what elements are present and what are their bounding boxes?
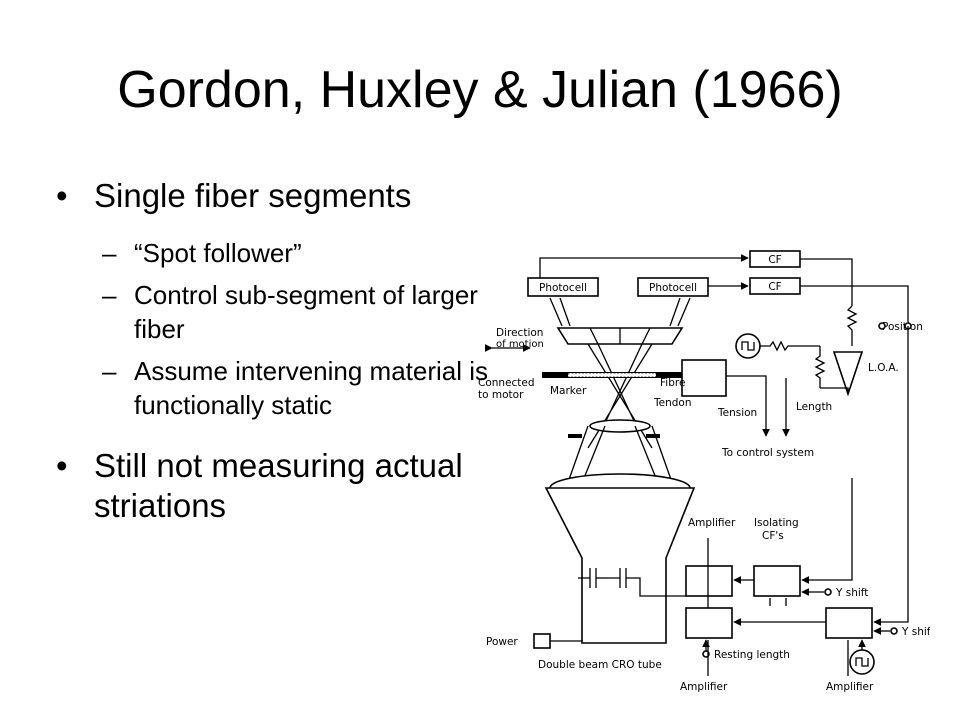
yshift-label-1: Y shift xyxy=(835,587,868,599)
length-label: Length xyxy=(796,401,832,413)
resistor xyxy=(814,346,826,388)
photocell-left-label: Photocell xyxy=(539,282,587,294)
cro-tube-label: Double beam CRO tube xyxy=(538,659,662,671)
wire xyxy=(873,326,909,626)
wire xyxy=(578,577,686,597)
loa-amplifier xyxy=(832,351,864,397)
photocell-right-label: Photocell xyxy=(649,282,697,294)
direction-label-1: Direction xyxy=(496,327,543,339)
resistor xyxy=(846,305,858,346)
wire xyxy=(707,640,849,676)
amplifier-bottom-right-label: Amplifier xyxy=(826,681,874,693)
sub-bullet-item: Assume intervening material is functiona… xyxy=(56,354,496,422)
position-label: Position xyxy=(882,321,923,333)
apparatus-diagram: CF CF Photocell Photocell Position Direc… xyxy=(478,250,930,693)
marker-label: Marker xyxy=(550,385,587,397)
fibre-label: Fibre xyxy=(660,377,685,389)
power-box xyxy=(533,633,551,649)
slide-title: Gordon, Huxley & Julian (1966) xyxy=(117,61,843,119)
wire xyxy=(800,258,853,306)
loa-label: L.O.A. xyxy=(868,362,899,374)
to-control-label: To control system xyxy=(721,447,814,459)
terminal xyxy=(878,322,886,330)
photocell-left xyxy=(527,277,599,297)
wire xyxy=(726,375,770,437)
power-label: Power xyxy=(486,636,518,648)
wire xyxy=(801,478,853,584)
cro-tube xyxy=(544,487,696,644)
isolating-label-2: CF's xyxy=(762,530,784,542)
tension-label: Tension xyxy=(717,407,757,419)
cf-label-bottom: CF xyxy=(768,281,781,293)
resting-length-label: Resting length xyxy=(714,649,790,661)
amplifier-box-bottom xyxy=(685,607,733,639)
amplifier-bottom-left-label: Amplifier xyxy=(680,681,728,693)
isolating-label-1: Isolating xyxy=(754,517,799,529)
terminal xyxy=(824,588,832,596)
yshift-label-2: Y shift xyxy=(901,626,930,638)
bullet-item: Still not measuring actual striations xyxy=(56,446,496,526)
bullet-list: Single fiber segments “Spot follower” Co… xyxy=(56,176,496,526)
isolating-cf-box-bottom xyxy=(825,607,873,639)
square-wave-icon xyxy=(855,657,869,667)
tendon-label: Tendon xyxy=(653,397,692,409)
tendon-box xyxy=(681,359,727,397)
marker-dash xyxy=(568,434,582,438)
wire xyxy=(820,387,849,394)
bullet-item: Single fiber segments xyxy=(56,176,496,216)
square-wave-icon xyxy=(741,341,755,351)
amplifier-box-top xyxy=(685,565,733,597)
resistor xyxy=(760,340,820,352)
wire xyxy=(800,285,909,322)
isolating-cf-box-top xyxy=(753,565,801,597)
cf-label-top: CF xyxy=(768,254,781,266)
sub-bullet-item: Control sub-segment of larger fiber xyxy=(56,278,496,346)
fibre-segment xyxy=(567,372,657,378)
photocell-right xyxy=(637,277,709,297)
connected-label-1: Connected xyxy=(478,377,535,389)
marker-dash xyxy=(646,434,660,438)
terminal xyxy=(890,627,898,635)
direction-label-2: of motion xyxy=(496,339,544,350)
wire xyxy=(707,538,787,608)
wire xyxy=(539,254,749,278)
connected-label-2: to motor xyxy=(478,389,524,401)
sub-bullet-item: “Spot follower” xyxy=(56,236,496,270)
amplifier-top-label: Amplifier xyxy=(688,517,736,529)
